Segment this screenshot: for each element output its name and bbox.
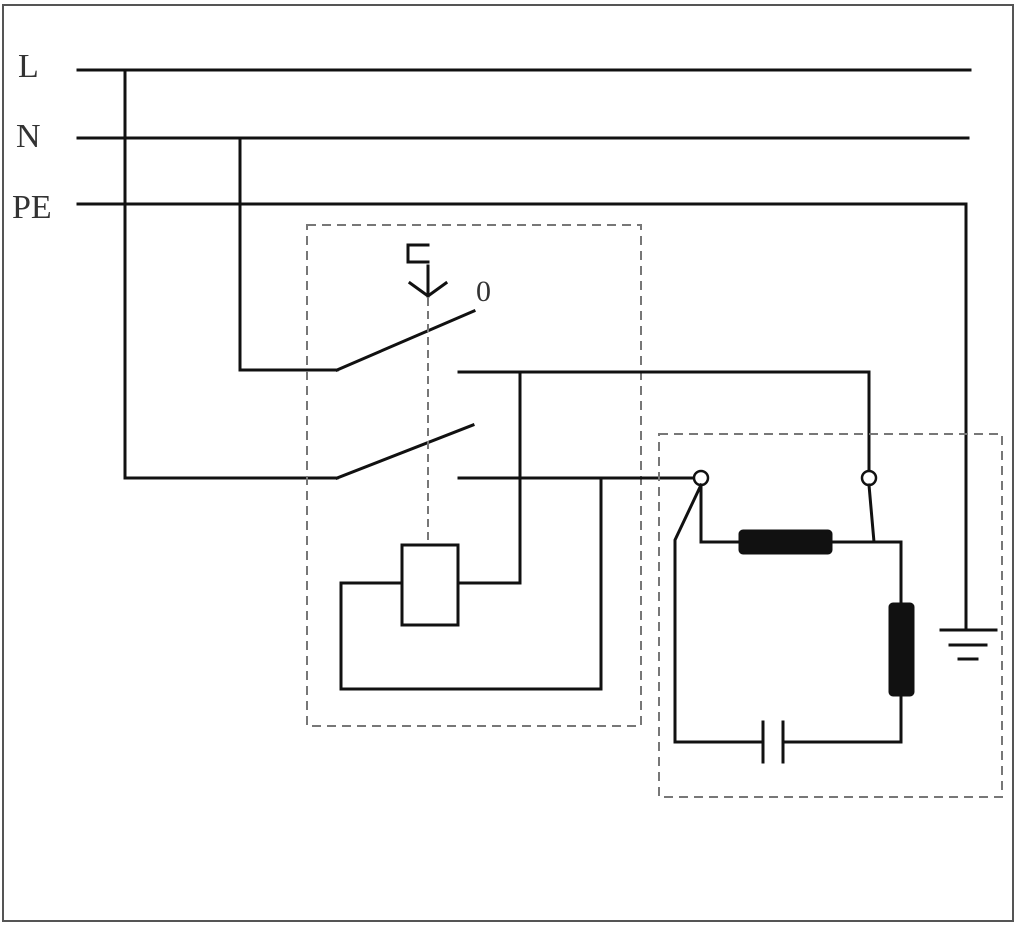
wire-n-drop bbox=[238, 136, 339, 372]
wire-upper-output bbox=[457, 370, 871, 471]
contactor-box bbox=[306, 224, 642, 727]
wire-vertical-resistor-to-capacitor bbox=[783, 694, 903, 744]
load-terminal-right bbox=[860, 469, 878, 487]
switch-contact-lower bbox=[335, 423, 475, 480]
wire-left-to-resistor bbox=[699, 483, 741, 544]
wire-coil-return bbox=[339, 476, 603, 691]
manual-actuator-icon bbox=[406, 243, 449, 298]
switch-contact-upper bbox=[335, 309, 476, 372]
wire-left-to-capacitor bbox=[673, 483, 763, 744]
label-n: N bbox=[16, 118, 41, 155]
load-terminal-left bbox=[692, 469, 710, 487]
wire-l-drop bbox=[123, 68, 339, 480]
capacitor bbox=[761, 720, 785, 764]
line-pe-rail bbox=[76, 202, 968, 632]
off-position-label: 0 bbox=[476, 275, 491, 308]
ground-icon bbox=[939, 628, 998, 661]
wire-coil-feed bbox=[456, 370, 522, 585]
horizontal-resistor bbox=[738, 529, 833, 555]
label-l: L bbox=[18, 48, 39, 85]
load-box bbox=[658, 433, 1003, 798]
wire-right-to-vertical-resistor bbox=[867, 483, 903, 605]
label-pe: PE bbox=[12, 189, 52, 226]
vertical-resistor bbox=[888, 602, 915, 697]
diagram-frame bbox=[2, 4, 1014, 922]
contactor-coil bbox=[400, 543, 460, 627]
